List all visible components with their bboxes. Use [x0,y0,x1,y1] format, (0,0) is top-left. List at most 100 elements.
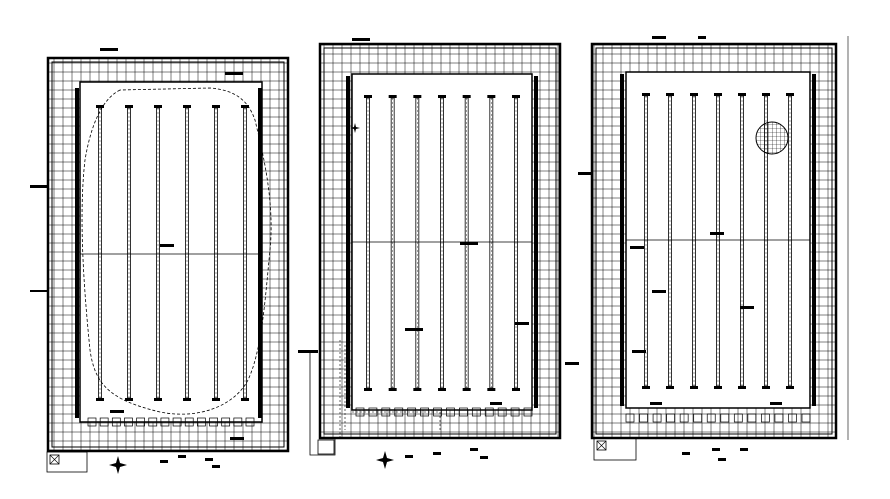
lane-line [154,105,162,401]
pool-plan-left [30,48,290,474]
pipe-run-middle-1 [309,350,336,456]
pool-wall-left-w [75,88,79,418]
lane-lines-right [642,93,794,389]
pool-wall-middle-e [534,76,538,408]
gutter-grate [111,417,121,427]
gutter-grate [148,417,158,427]
lane-line [512,95,520,391]
gutter-grate [197,417,206,427]
legend-symbol-right [596,440,607,451]
lane-line [487,95,496,391]
gutter-grate [446,407,455,417]
gutter-grates-left [87,417,255,427]
gutter-grate [484,407,494,417]
pipe-run-middle-3 [352,411,441,430]
gutter-grate [394,407,404,417]
lane-line [241,105,249,401]
gutter-grate [679,413,689,423]
gutter-grate [471,407,481,417]
gutter-grate [774,413,784,423]
gutter-grate [184,417,194,427]
legend-symbol-left [49,454,60,465]
gutter-grate [459,407,468,417]
callout-right-bottom2 [770,402,782,405]
gutter-grate [801,413,811,423]
gutter-grate [747,413,757,423]
pool-wall-right-e [812,74,816,406]
gutter-grate [639,413,648,423]
deck-inner-line-right [595,47,833,435]
lane-line [413,95,422,391]
callout-right-side2 [565,362,579,365]
gutter-grate [666,413,675,423]
callout-left-top2 [225,72,243,75]
gutter-grate [625,413,635,423]
lane-line [762,93,770,389]
callout-right-bottom [650,402,662,405]
callout-right-side [578,172,592,175]
pipe-symbols-left [160,455,220,468]
callout-left-side [30,185,48,188]
lane-line [183,105,191,401]
hatched-circle [755,121,789,155]
pool-wall-left-e [258,88,262,418]
legend-box-right [593,437,637,461]
lane-lines-middle [364,95,520,391]
star-symbol-middle [350,123,360,133]
callout-middle-center [405,328,423,331]
pool-plan-middle [298,38,562,469]
callout-right-c1 [630,246,644,249]
gutter-grate [693,413,703,423]
north-arrow-middle-icon [376,451,394,469]
pipe-symbols-middle [405,448,488,459]
callout-right-c2 [710,232,724,235]
gutter-grates-right [625,413,811,423]
callout-middle-bottom [490,402,502,405]
lane-line [786,93,794,389]
callout-right-c5 [632,350,646,353]
gutter-grate [706,413,716,423]
lane-line [738,93,746,389]
gutter-grate [497,407,507,417]
gutter-grate [124,417,133,427]
gutter-grate [720,413,730,423]
gutter-grate [733,413,743,423]
north-arrow-icon [109,456,127,474]
deck-inner-line-middle [323,47,557,435]
gutter-grates-middle [355,407,533,417]
lane-line [212,105,220,401]
gutter-grate [510,407,520,417]
callout-right-top2 [698,36,706,39]
lane-line [690,93,698,389]
pool-plan-right [565,36,849,461]
gutter-grate [407,407,417,417]
lane-line [642,93,650,389]
pool-wall-middle-w [346,76,350,408]
callout-right-c3 [652,290,666,293]
gutter-grate [788,413,797,423]
lane-line [714,93,722,389]
lane-line [96,105,104,401]
callout-left-top [100,48,118,51]
callout-middle-right [515,322,529,325]
callout-right-top [652,36,666,39]
callout-left-center [160,244,174,247]
lane-line [125,105,133,401]
pool-basin-left [79,81,263,423]
gutter-grate [136,417,145,427]
pool-wall-right-w [620,74,624,406]
callout-middle-top [352,38,370,41]
deck-inner-line-left [51,61,285,448]
gutter-grate [209,417,218,427]
lane-line [364,95,372,391]
callout-middle-side [298,350,318,353]
lane-line [666,93,674,389]
gutter-grate [221,417,231,427]
lane-lines-left [96,105,249,401]
callout-right-c4 [740,306,754,309]
gutter-grate [245,417,255,427]
gutter-grate [172,417,182,427]
gutter-grate [233,417,243,427]
lane-line [438,95,446,391]
pipe-run-middle-2 [339,340,346,440]
